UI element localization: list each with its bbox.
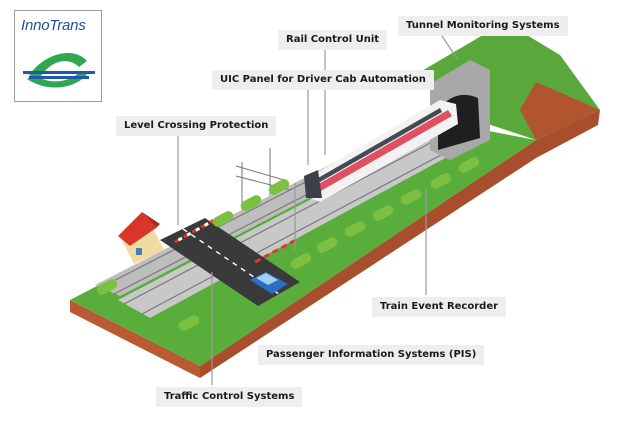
label-train-event-recorder: Train Event Recorder	[372, 297, 507, 317]
logo-mark-icon	[23, 52, 95, 88]
label-pis: Passenger Information Systems (PIS)	[258, 345, 485, 365]
label-tunnel-monitoring: Tunnel Monitoring Systems	[398, 16, 568, 36]
train-stripe	[308, 110, 452, 196]
label-level-crossing: Level Crossing Protection	[116, 116, 277, 136]
hedges	[96, 157, 480, 331]
barrier-right	[254, 238, 297, 264]
soil-right	[200, 110, 600, 378]
track-bed-1	[118, 137, 460, 318]
grass-top	[70, 118, 536, 366]
innotrans-logo: InnoTrans	[14, 10, 102, 102]
hill-soil	[520, 82, 600, 140]
logo-brand-text: InnoTrans	[21, 17, 86, 34]
car	[250, 272, 288, 294]
soil-front	[70, 300, 200, 378]
train-nose	[304, 170, 322, 198]
label-traffic-control: Traffic Control Systems	[156, 387, 303, 407]
leader-lines	[177, 32, 459, 385]
label-uic-panel: UIC Panel for Driver Cab Automation	[212, 70, 434, 90]
house	[118, 212, 164, 264]
train-windows	[318, 108, 442, 182]
label-rail-control-unit: Rail Control Unit	[278, 30, 388, 50]
